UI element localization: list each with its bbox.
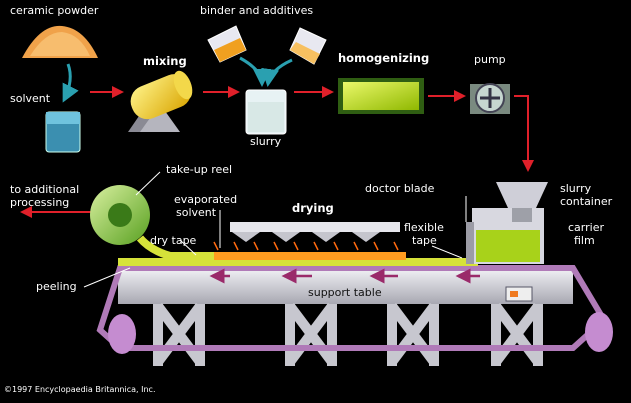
drying-zone-tape	[210, 252, 406, 260]
slurry-container-label-2: container	[560, 195, 613, 208]
evaporated-label: evaporated	[174, 193, 238, 206]
evaporating-solvent-marks	[213, 241, 399, 251]
drying-label: drying	[292, 201, 334, 215]
flexible-label: flexible	[404, 221, 444, 234]
homogenizing-label: homogenizing	[338, 51, 430, 65]
to-additional-label: to additional	[10, 183, 80, 196]
film-label: film	[574, 234, 595, 247]
drying-hood	[230, 222, 400, 242]
pump-label: pump	[474, 53, 506, 66]
binder-label: binder and additives	[200, 4, 314, 17]
slurry-container	[466, 182, 548, 264]
mixing-drum	[128, 70, 193, 132]
tape-strip	[118, 258, 478, 266]
slurry-beaker	[245, 89, 287, 135]
carrier-film-loop	[96, 265, 613, 354]
label-leader-lines	[83, 171, 467, 288]
dry-tape-label: dry tape	[150, 234, 197, 247]
solvent-label: solvent	[10, 92, 51, 105]
solvent-beaker	[45, 111, 81, 153]
binder-beakers	[207, 25, 327, 65]
take-up-reel	[90, 185, 214, 260]
process-flow-arrows	[20, 86, 534, 218]
slurry-container-label-1: slurry	[560, 182, 592, 195]
mixing-label: mixing	[143, 54, 187, 68]
copyright-notice: ©1997 Encyclopaedia Britannica, Inc.	[4, 385, 156, 394]
peeling-label: peeling	[36, 280, 77, 293]
support-table-label: support table	[308, 286, 382, 299]
slurry-label: slurry	[250, 135, 282, 148]
ceramic-powder-label: ceramic powder	[10, 4, 99, 17]
pump-unit	[470, 83, 510, 114]
support-table	[118, 268, 573, 366]
processing-label: processing	[10, 196, 70, 209]
take-up-reel-label: take-up reel	[166, 163, 233, 176]
homogenizer-unit	[338, 78, 424, 114]
doctor-blade-label: doctor blade	[365, 182, 435, 195]
ceramic-powder-pile	[22, 25, 98, 58]
carrier-label: carrier	[568, 221, 604, 234]
tape-label: tape	[412, 234, 437, 247]
evaporated-solvent-label: solvent	[176, 206, 217, 219]
